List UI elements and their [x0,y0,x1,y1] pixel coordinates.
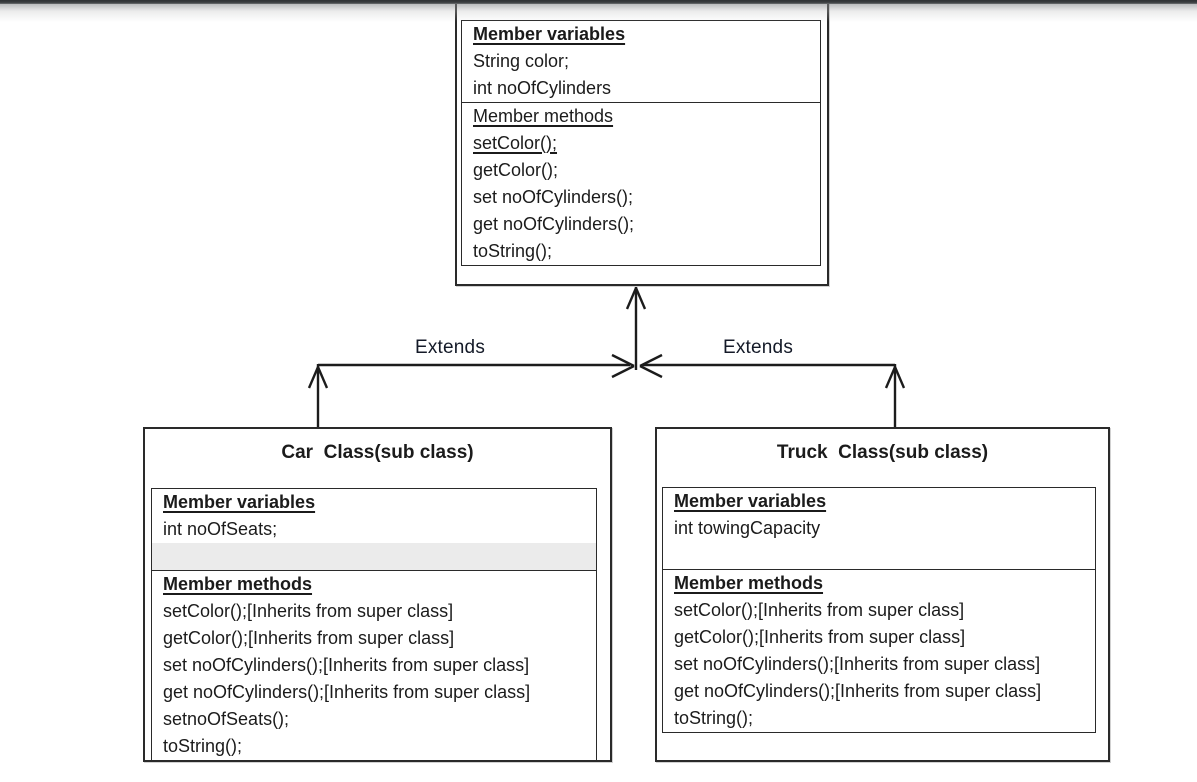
extends-label-right: Extends [722,337,794,358]
car-method: set noOfCylinders();[Inherits from super… [163,655,530,675]
car-variables-header: Member variables [163,492,316,512]
car-method: setColor();[Inherits from super class] [163,601,454,621]
car-method: toString(); [163,736,243,756]
car-highlighted-empty-row [152,543,596,570]
superclass-members-box: Member variables String color; int noOfC… [461,20,821,266]
up-arrowhead-car [307,366,329,389]
car-method: setnoOfSeats(); [163,709,290,729]
truck-method: set noOfCylinders();[Inherits from super… [674,654,1041,674]
truck-method: get noOfCylinders();[Inherits from super… [674,681,1042,701]
truck-empty-row [663,542,1095,569]
superclass-methods-header: Member methods [473,106,614,126]
up-arrowhead-truck [884,366,906,389]
car-members-box: Member variables int noOfSeats; Member m… [151,488,597,761]
superclass-method: getColor(); [473,160,559,180]
truck-methods-header: Member methods [674,573,824,593]
truck-class-title: Truck Class(sub class) [776,442,989,463]
car-method: get noOfCylinders();[Inherits from super… [163,682,531,702]
superclass-method: set noOfCylinders(); [473,187,634,207]
truck-variable: int towingCapacity [674,518,821,538]
car-methods-header: Member methods [163,574,313,594]
superclass-method: setColor(); [473,133,558,153]
right-arrowhead-center [611,353,635,379]
truck-members-box: Member variables int towingCapacity Memb… [662,487,1096,733]
page-top-edge [0,0,1197,4]
truck-class-box: Truck Class(sub class) Member variables … [655,427,1110,762]
superclass-method: get noOfCylinders(); [473,214,635,234]
truck-section-divider [663,569,1095,570]
truck-method: toString(); [674,708,754,728]
superclass-box: Member variables String color; int noOfC… [455,0,829,286]
left-arrowhead-center [639,353,663,379]
car-variable: int noOfSeats; [163,519,278,539]
car-class-box: Car Class(sub class) Member variables in… [143,427,612,762]
superclass-variable: int noOfCylinders [473,78,612,98]
up-arrowhead-center [625,287,647,310]
truck-variables-header: Member variables [674,491,827,511]
car-method: getColor();[Inherits from super class] [163,628,455,648]
superclass-variable: String color; [473,51,570,71]
truck-method: setColor();[Inherits from super class] [674,600,965,620]
superclass-section-divider [462,102,820,103]
superclass-method: toString(); [473,241,553,261]
car-class-title: Car Class(sub class) [281,442,474,463]
extends-label-left: Extends [414,337,486,358]
car-section-divider [152,570,596,571]
superclass-variables-header: Member variables [473,24,626,44]
truck-method: getColor();[Inherits from super class] [674,627,966,647]
